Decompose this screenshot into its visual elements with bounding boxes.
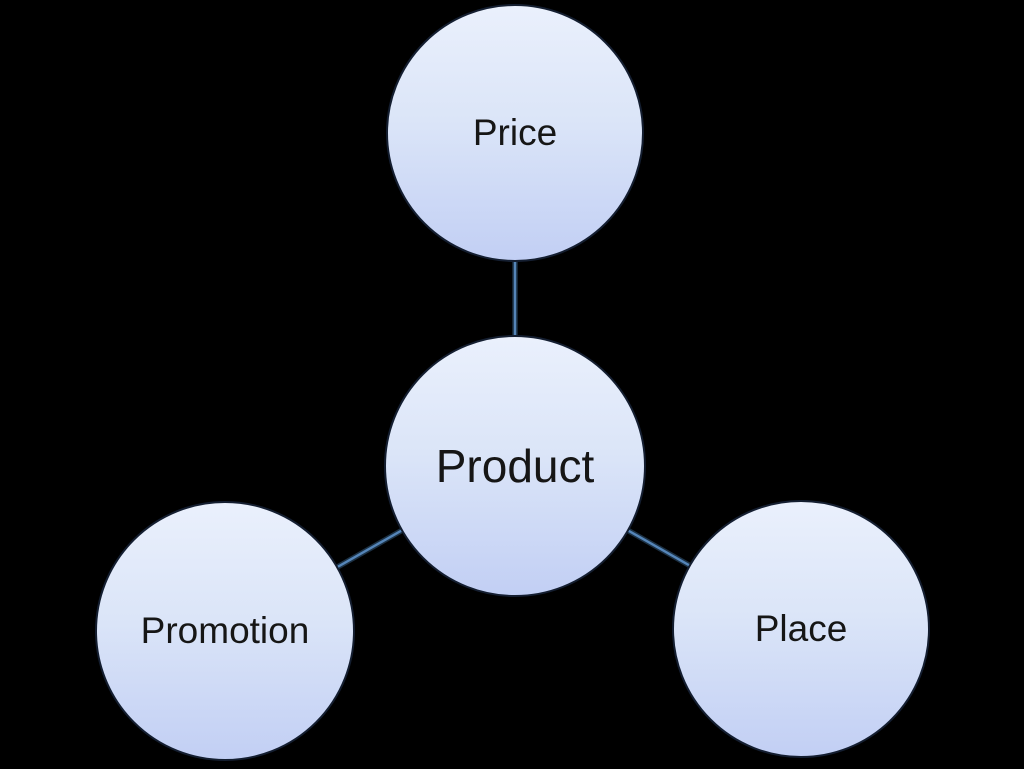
- node-price-label: Price: [472, 112, 558, 153]
- node-promotion: Promotion: [95, 501, 355, 761]
- node-promotion-label: Promotion: [140, 610, 310, 651]
- node-place: Place: [672, 500, 930, 758]
- node-price: Price: [386, 4, 644, 262]
- node-product: Product: [384, 335, 646, 597]
- node-product-label: Product: [435, 440, 595, 492]
- node-place-label: Place: [754, 608, 848, 649]
